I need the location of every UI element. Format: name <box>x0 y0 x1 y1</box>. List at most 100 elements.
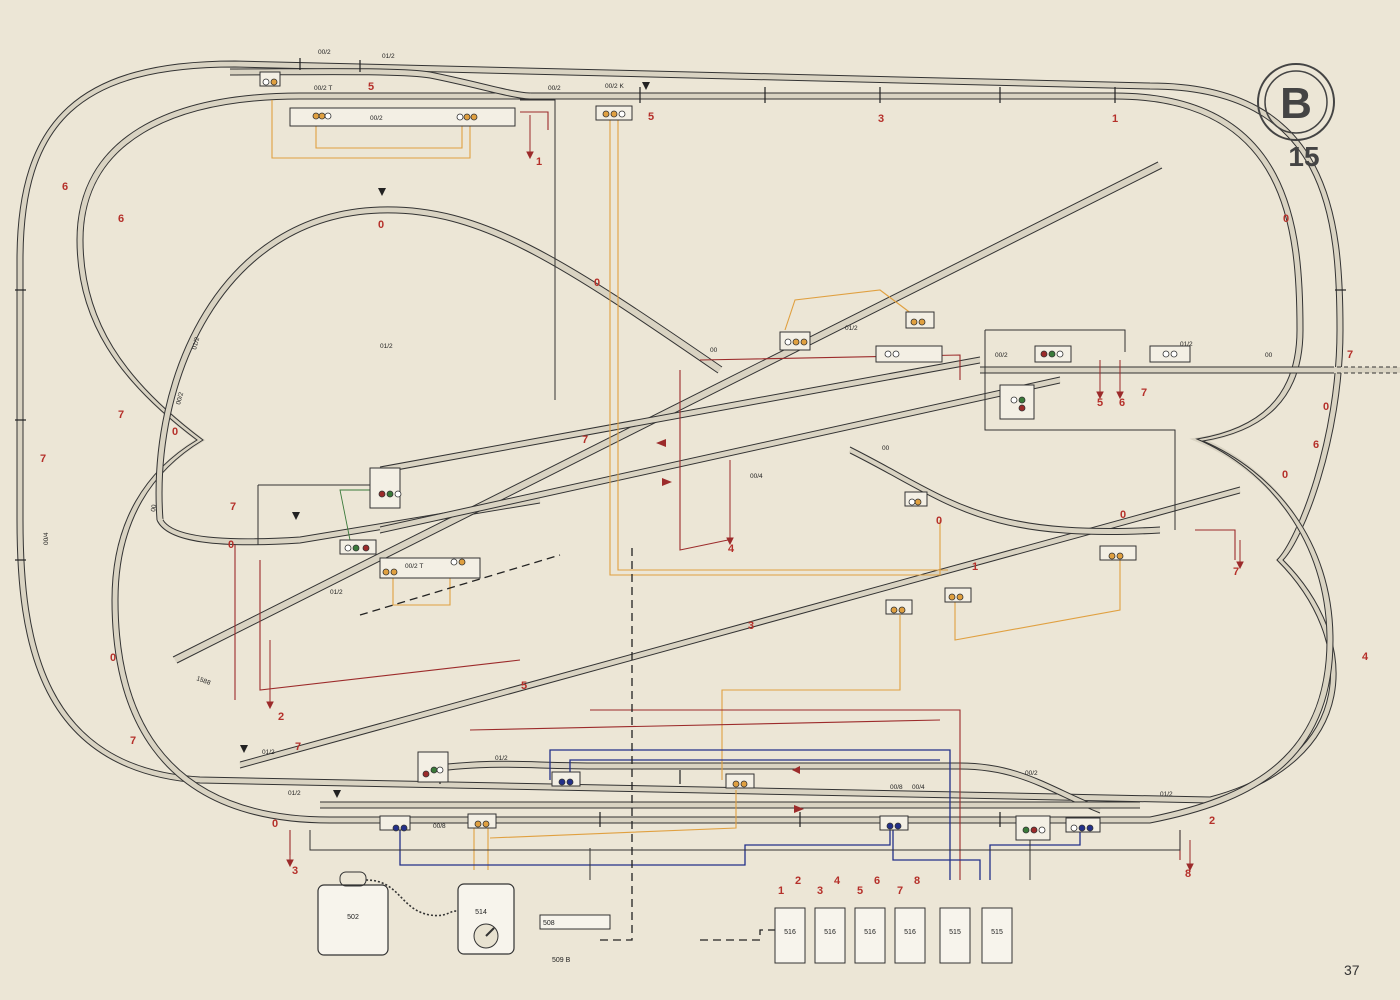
panel-output-number: 7 <box>897 885 903 897</box>
page-number: 37 <box>1344 962 1360 978</box>
panel-output-numbers: 1 2 3 4 5 6 7 8 <box>778 875 920 897</box>
circuit-number: 0 <box>936 515 942 527</box>
track-code: 00/2 K <box>605 83 624 90</box>
panel-label: 516 <box>824 929 836 936</box>
track-code: 00/2 <box>995 352 1008 359</box>
dashed-feed-3 <box>359 554 561 616</box>
panel-output-number: 4 <box>834 875 841 887</box>
wiring-black <box>257 99 1181 880</box>
wiring-blue <box>399 749 1081 880</box>
panel-label: 516 <box>784 929 796 936</box>
panel-output-number: 1 <box>778 885 784 897</box>
signal-markers <box>240 82 804 813</box>
track-code: 00/2 <box>370 115 383 122</box>
track-code: 01/2 <box>288 790 301 797</box>
track-code: 01/2 <box>495 755 508 762</box>
plate-badge: B 15 <box>1257 63 1335 172</box>
teardrop-track <box>155 206 723 546</box>
track-code: 00/8 <box>433 823 446 830</box>
circuit-number: 8 <box>1185 868 1191 880</box>
circuit-number: 7 <box>230 501 236 513</box>
dashed-feed-2 <box>700 929 775 941</box>
transformer-502: 502 <box>317 871 461 956</box>
circuit-number: 3 <box>748 620 754 632</box>
circuit-number: 2 <box>1209 815 1215 827</box>
circuit-number: 0 <box>110 652 116 664</box>
distributor-508: 508 509 B <box>539 914 611 964</box>
circuit-number: 4 <box>1362 651 1369 663</box>
track-code: 01/2 <box>382 53 395 60</box>
track-code: 01/2 <box>845 325 858 332</box>
panel-label: 516 <box>864 929 876 936</box>
track-code: 00/2 <box>548 85 561 92</box>
diagonal-tracks <box>172 161 1400 769</box>
circuit-number: 6 <box>118 213 124 225</box>
circuit-number: 6 <box>1119 397 1125 409</box>
track-code-labels: 00/2 01/2 00/2 T 00/2 00/2 00/2 K 01/2 0… <box>43 49 1273 830</box>
track-code: 01/2 <box>1180 341 1193 348</box>
control-box-label: 514 <box>475 909 487 916</box>
track-code: 01/2 <box>330 589 343 596</box>
circuit-number: 1 <box>536 156 542 168</box>
panel-output-number: 3 <box>817 885 823 897</box>
track-code: 00/2 T <box>405 563 423 570</box>
circuit-number: 2 <box>278 711 284 723</box>
circuit-number: 6 <box>1313 439 1319 451</box>
distributor-note: 509 B <box>552 957 571 964</box>
circuit-number: 7 <box>40 453 46 465</box>
track-code: 01/2 <box>1160 791 1173 798</box>
circuit-number: 0 <box>1120 509 1126 521</box>
circuit-number: 5 <box>1097 397 1103 409</box>
output-arrows <box>266 115 1244 872</box>
circuit-number: 5 <box>368 81 374 93</box>
plate-number: 15 <box>1288 141 1319 172</box>
station-tracks <box>229 68 1140 814</box>
track-code: 00 <box>1265 352 1273 359</box>
track-code: 00/2 <box>1025 770 1038 777</box>
switch-lamps <box>262 78 1178 834</box>
panel-label: 515 <box>949 929 961 936</box>
circuit-number: 0 <box>1323 401 1329 413</box>
track-code: 00 <box>882 445 890 452</box>
circuit-number: 0 <box>172 426 178 438</box>
track-code: 00/2 <box>318 49 331 56</box>
circuit-number: 3 <box>292 865 298 877</box>
circuit-number: 0 <box>594 277 600 289</box>
circuit-number: 0 <box>378 219 384 231</box>
track-code: 01/2 <box>262 749 275 756</box>
circuit-number: 1 <box>1112 113 1118 125</box>
track-code: 01/2 <box>191 336 201 350</box>
circuit-number: 0 <box>1282 469 1288 481</box>
circuit-number: 7 <box>582 434 588 446</box>
circuit-number: 7 <box>1233 566 1239 578</box>
panel-output-number: 6 <box>874 875 880 887</box>
track-code: 00/8 <box>890 784 903 791</box>
track-code: 00/4 <box>750 473 763 480</box>
wiring-orange <box>271 100 1121 870</box>
transformer-label: 502 <box>347 914 359 921</box>
dashed-feed <box>600 548 633 941</box>
circuit-number-labels: 5 5 3 1 1 6 6 0 0 0 7 7 0 7 7 0 5 6 7 0 … <box>40 81 1369 880</box>
circuit-number: 3 <box>878 113 884 125</box>
wiring-green <box>339 489 380 541</box>
track-code: 1588 <box>195 675 211 687</box>
circuit-number: 1 <box>972 561 978 573</box>
circuit-number: 4 <box>728 543 735 555</box>
track-code: 00 <box>150 504 158 513</box>
wiring-red <box>234 111 1236 880</box>
panel-labels: 516 516 516 516 515 515 <box>784 929 1003 936</box>
track-code: 00/4 <box>43 532 50 545</box>
track-joints <box>15 58 1346 827</box>
circuit-number: 7 <box>118 409 124 421</box>
track-code: 00/2 T <box>314 85 332 92</box>
track-code: 00/2 <box>175 391 185 405</box>
circuit-number: 0 <box>272 818 278 830</box>
circuit-number: 7 <box>295 741 301 753</box>
circuit-number: 5 <box>521 680 527 692</box>
control-panels <box>774 907 1013 964</box>
circuit-number: 7 <box>1141 387 1147 399</box>
circuit-number: 0 <box>228 539 234 551</box>
panel-output-number: 8 <box>914 875 920 887</box>
circuit-number: 5 <box>648 111 654 123</box>
